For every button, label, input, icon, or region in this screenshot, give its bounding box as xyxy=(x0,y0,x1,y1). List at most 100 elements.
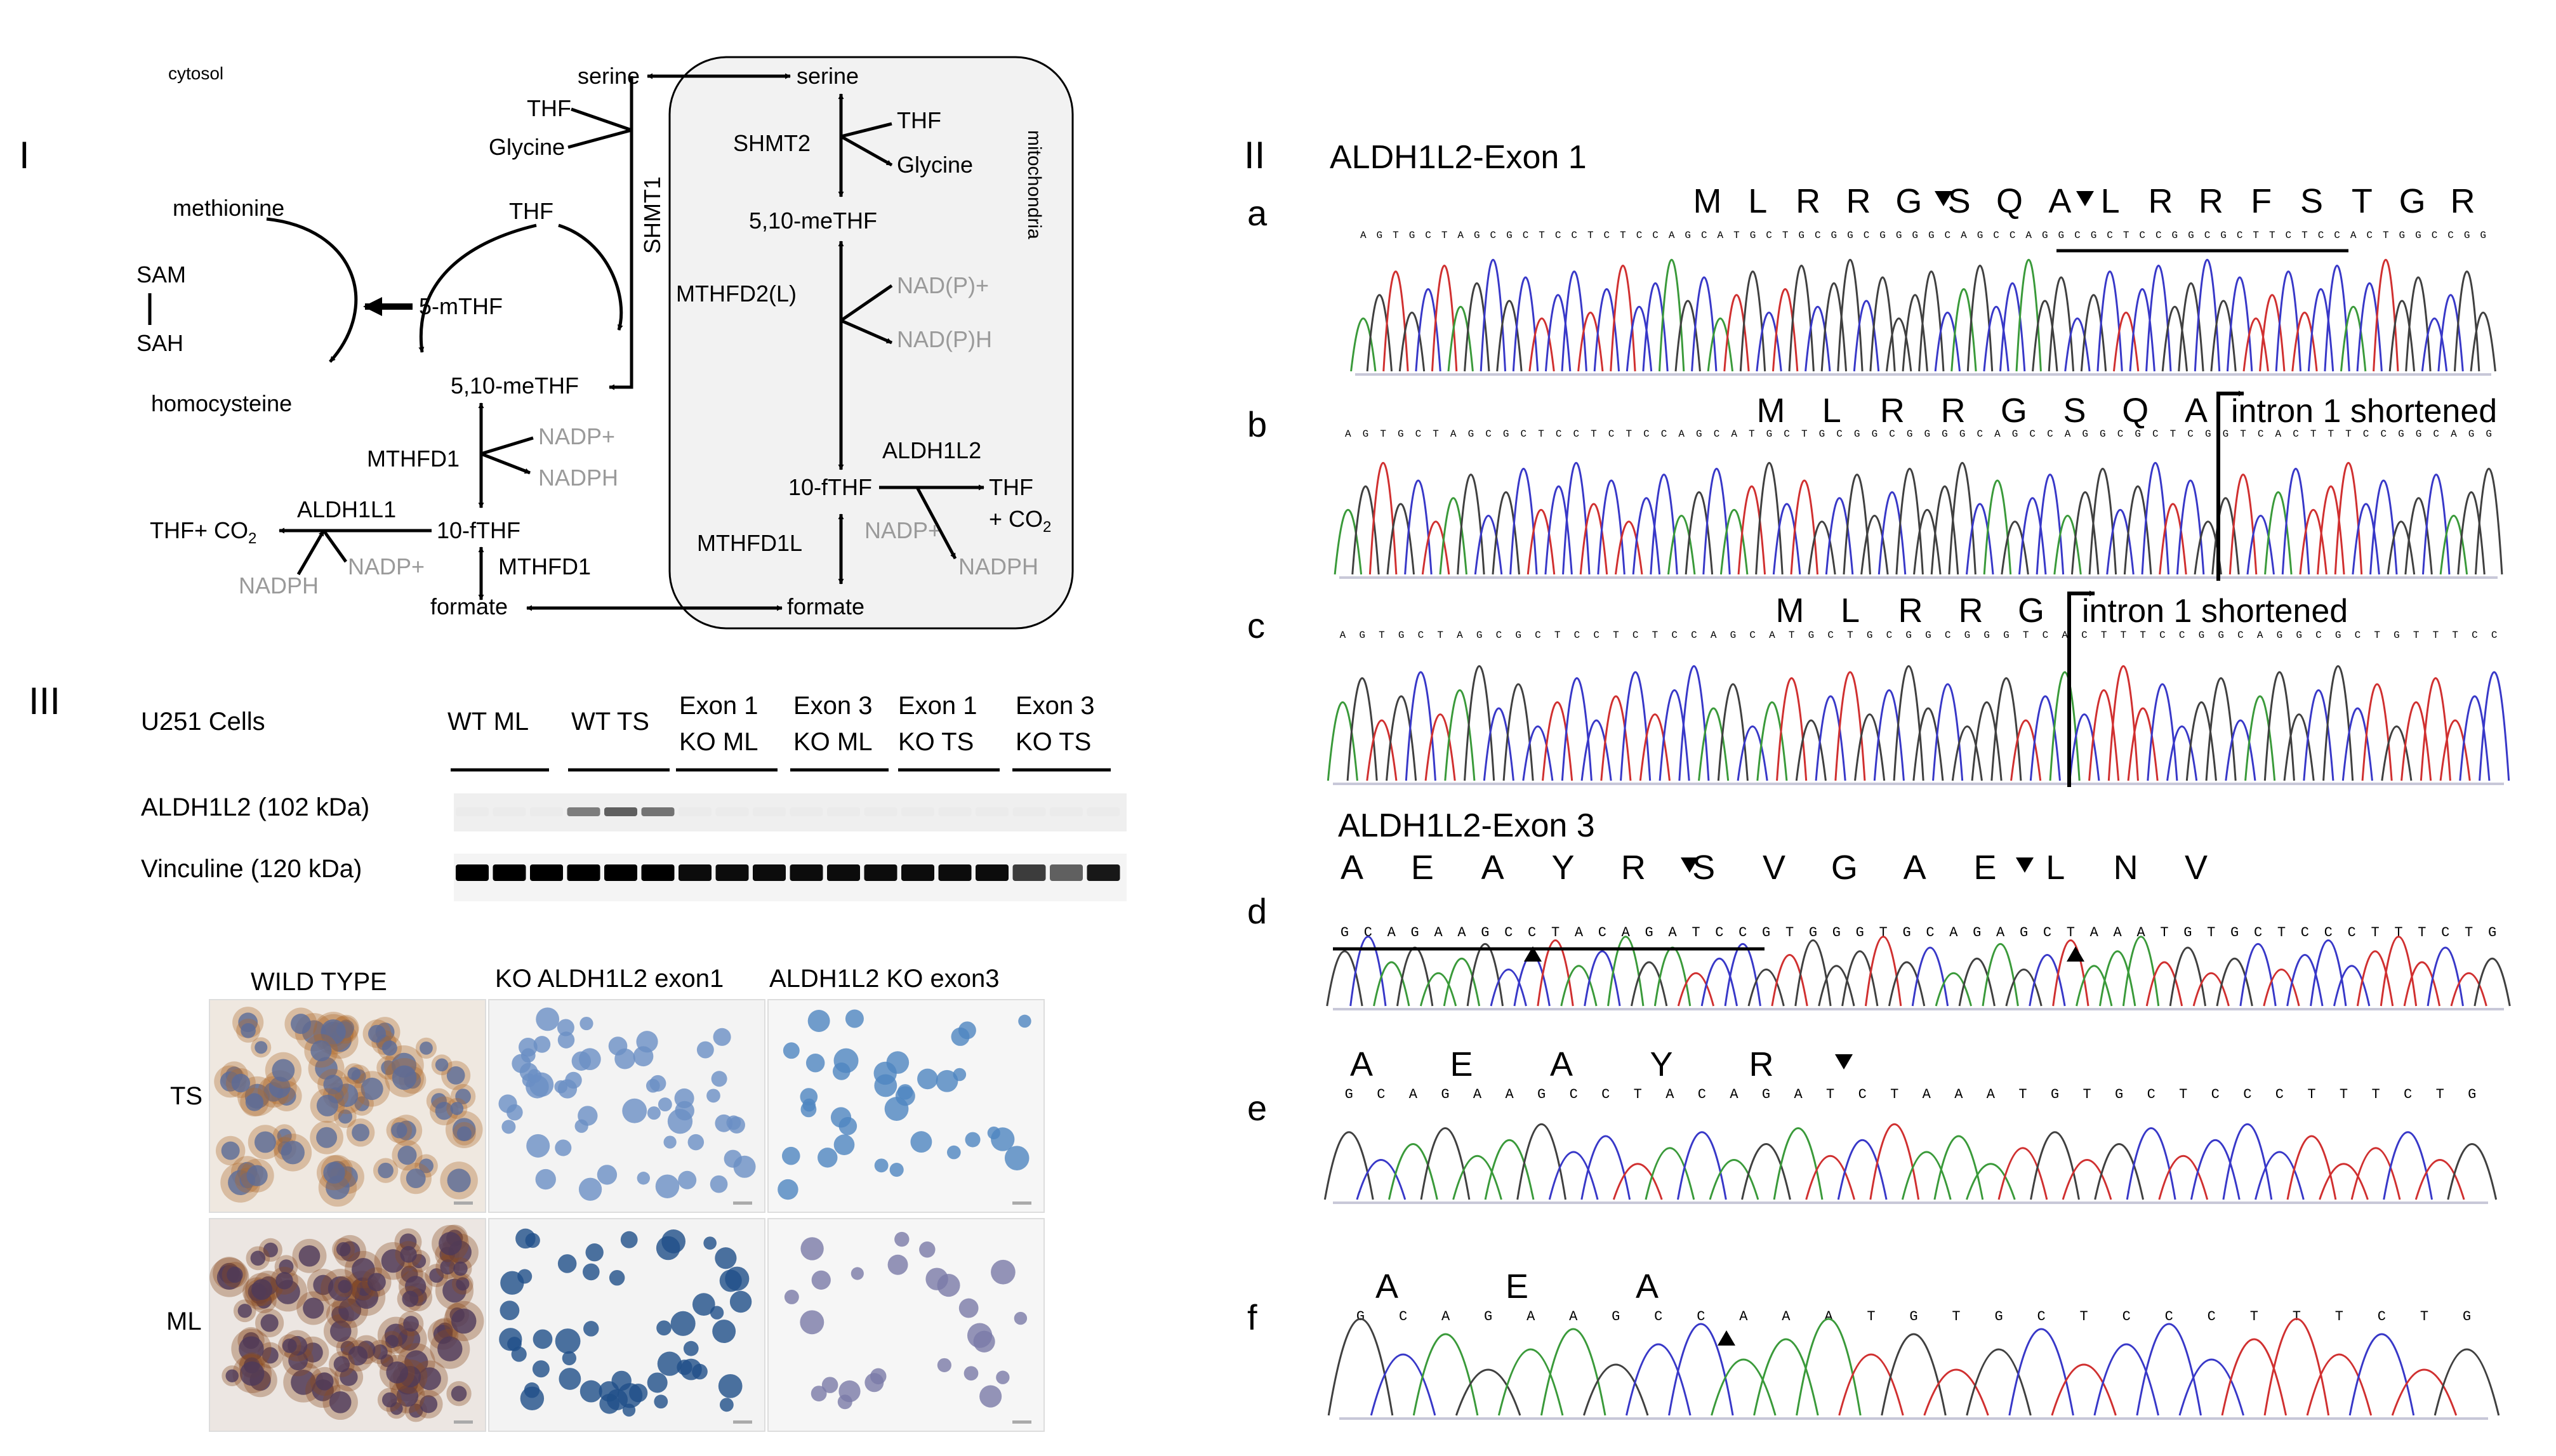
chromatogram-peak xyxy=(1873,689,1905,781)
aldh1l2-nadph xyxy=(915,486,957,560)
base-letter: C xyxy=(2433,428,2439,440)
sah: SAH xyxy=(136,330,183,356)
blot-band xyxy=(715,807,749,816)
base-letter: G xyxy=(1441,1087,1449,1102)
chromatogram-peak xyxy=(1464,665,1495,781)
chromatogram-peak xyxy=(1869,1123,1920,1200)
base-letter: T xyxy=(1539,230,1545,241)
base-letter: C xyxy=(1886,630,1893,641)
blot-band xyxy=(753,807,786,816)
base-letter: C xyxy=(1698,1087,1706,1102)
base-letter: G xyxy=(1411,925,1419,941)
base-letter: A xyxy=(2114,925,2122,941)
sam: SAM xyxy=(136,261,186,288)
chromatogram-peak xyxy=(2069,713,2100,781)
mthfd1-a: MTHFD1 xyxy=(367,446,460,472)
blot-band xyxy=(938,864,972,881)
amino-acid: A xyxy=(1481,849,1504,887)
base-letter: C xyxy=(1571,230,1577,241)
blot-band xyxy=(641,807,675,816)
blot-band xyxy=(679,807,712,816)
track-label-c: c xyxy=(1247,606,1265,645)
chromatogram-peak xyxy=(1580,1135,1631,1200)
amino-acid: R xyxy=(1846,182,1871,220)
base-letter: T xyxy=(2083,1087,2091,1102)
cyto-nadph: NADPH xyxy=(538,465,618,491)
track-label-b: b xyxy=(1247,404,1267,444)
base-letter: G xyxy=(2468,428,2475,440)
base-letter: C xyxy=(1836,428,1843,440)
base-letter: G xyxy=(1819,428,1825,440)
chromatogram-peak xyxy=(2194,258,2221,372)
base-letter: T xyxy=(2080,1309,2088,1325)
amino-acid: R xyxy=(1898,592,1923,630)
base-letter: A xyxy=(1739,1309,1748,1325)
chromatogram-peak xyxy=(1950,288,1977,372)
base-letter: T xyxy=(1591,428,1597,440)
amino-acid: E xyxy=(1973,849,1996,887)
base-letter: G xyxy=(2277,630,2283,641)
mito-thf-top: THF xyxy=(897,107,941,133)
blot-band xyxy=(679,864,712,881)
ihc-col-wild-type: WILD TYPE xyxy=(251,968,387,996)
chromatogram-peak xyxy=(2340,306,2367,372)
chromatogram-peak xyxy=(1966,1348,2032,1416)
chromatogram-peak xyxy=(1805,1155,1855,1200)
chromatogram-peak xyxy=(1932,683,1964,781)
base-letter: G xyxy=(1942,428,1948,440)
ihc-image-grid xyxy=(209,999,1045,1432)
co2-sub: 2 xyxy=(248,530,256,547)
scale-bar xyxy=(733,1420,752,1424)
ihc-col-ko-exon3: ALDH1L2 KO exon3 xyxy=(769,965,999,993)
base-letter: T xyxy=(2340,1087,2348,1102)
chromatogram-peak xyxy=(1653,946,1692,1007)
chromatogram-peak xyxy=(1676,1131,1727,1200)
base-letter: T xyxy=(2018,1087,2027,1102)
base-letter: C xyxy=(1574,630,1580,641)
chromatogram-peak xyxy=(2275,270,2302,372)
chromatogram-peak xyxy=(1935,972,1972,1007)
base-letter: A xyxy=(1730,1087,1738,1102)
base-letter: G xyxy=(1798,230,1804,241)
base-letter: C xyxy=(1521,428,1527,440)
chromatogram-peak xyxy=(2106,509,2135,575)
base-letter: C xyxy=(1377,1087,1385,1102)
chromatogram-peak xyxy=(2005,969,2043,1007)
base-letter: C xyxy=(1496,630,1502,641)
chromatogram-peak xyxy=(2190,1139,2241,1200)
chromatogram-peak xyxy=(2322,665,2354,781)
base-letter: G xyxy=(1363,428,1369,440)
mito-thf-out: THF xyxy=(989,474,1033,500)
chromatogram-peak xyxy=(1885,317,1912,372)
chromatogram-peak xyxy=(1790,479,1818,575)
base-letter: G xyxy=(1831,230,1838,241)
chromatogram-peak xyxy=(2001,520,2029,575)
base-letter: G xyxy=(1685,230,1691,241)
amino-acid: S xyxy=(2063,392,2086,430)
chromatogram-peak xyxy=(2317,485,2345,575)
base-letter: G xyxy=(2486,428,2492,440)
chromatogram-peak xyxy=(2299,509,2328,575)
chromatogram-peak xyxy=(2015,258,2042,372)
chromatogram-peak xyxy=(2348,1333,2415,1416)
base-letter: G xyxy=(2183,925,2192,941)
lane-label-2: WT TS xyxy=(571,708,649,736)
chromatogram-peak xyxy=(1982,943,2019,1007)
chromatogram-peak xyxy=(2036,473,2065,575)
mthfd1l: MTHFD1L xyxy=(697,530,802,556)
base-letter: C xyxy=(2318,230,2324,241)
blot-band xyxy=(604,807,637,816)
chromatogram-peak xyxy=(1838,1353,1904,1416)
amino-acid: G xyxy=(2001,392,2027,430)
base-letter: G xyxy=(2398,428,2404,440)
blot-band xyxy=(493,864,526,881)
chromatogram-peak xyxy=(1431,265,1458,372)
blot-band xyxy=(530,807,563,816)
mthf5: 5-mTHF xyxy=(419,293,503,319)
chromatogram-peak xyxy=(2145,265,2172,372)
mito-co2-text: + CO xyxy=(989,506,1043,532)
chromatogram-peak xyxy=(1841,950,1879,1007)
